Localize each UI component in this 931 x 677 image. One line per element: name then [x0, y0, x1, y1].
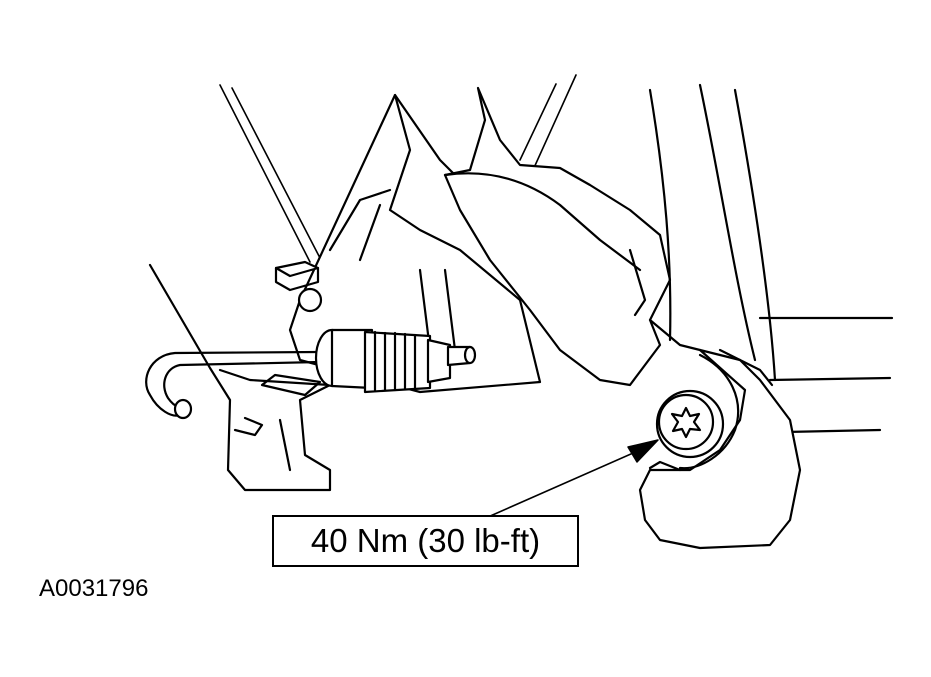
background-cable-lines [219, 74, 577, 263]
lever-arm [443, 86, 702, 387]
lower-bracket [148, 263, 332, 492]
threaded-adjuster [314, 328, 477, 394]
figure-id: A0031796 [39, 575, 149, 602]
torque-spec-text: 40 Nm (30 lb-ft) [310, 522, 541, 559]
torque-spec-label: 40 Nm (30 lb-ft) [272, 515, 579, 567]
torx-bolt-icon [655, 389, 725, 459]
housing-rings [648, 83, 894, 434]
support-bracket [288, 93, 542, 394]
cable-hook [145, 350, 322, 420]
locating-pin [274, 260, 320, 292]
leader-arrow-icon [487, 439, 659, 518]
mounting-boss [638, 348, 802, 550]
